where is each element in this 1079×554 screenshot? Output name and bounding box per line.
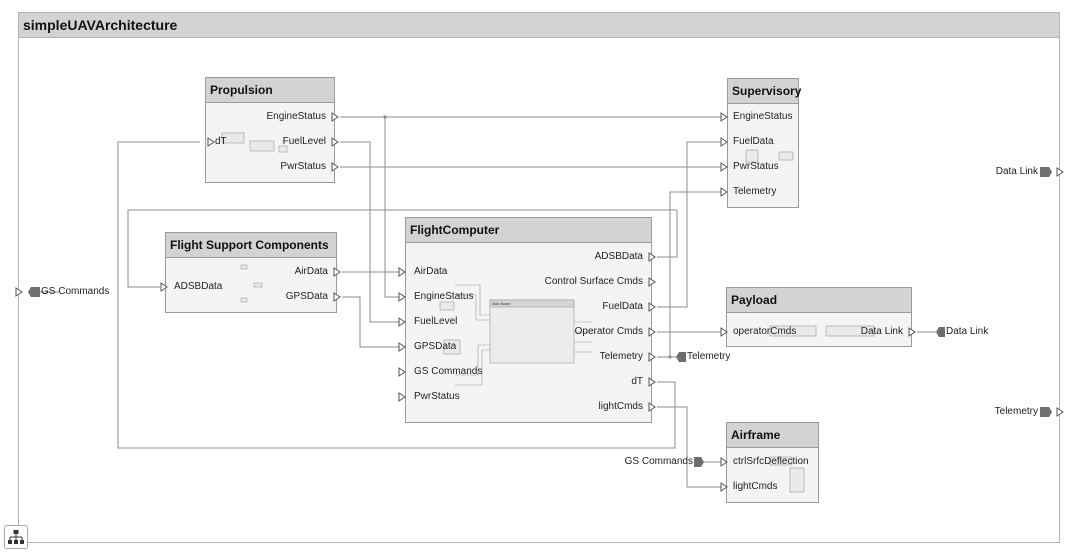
component-header: Payload	[727, 288, 911, 313]
fc-port-telemetry: Telemetry	[599, 351, 643, 362]
junction-dot	[668, 355, 672, 359]
propulsion-port-fuel-level: FuelLevel	[282, 136, 326, 147]
flight-support-port-air-data: AirData	[294, 266, 328, 277]
component-header: Airframe	[727, 423, 818, 448]
payload-data-link-label: Data Link	[946, 326, 989, 337]
component-title: Supervisory	[732, 84, 802, 98]
supervisory-port-engine-status: EngineStatus	[733, 111, 793, 122]
component-payload[interactable]: Payload	[726, 287, 912, 347]
wire-telemetry-branch	[669, 191, 722, 357]
component-supervisory[interactable]: Supervisory	[727, 78, 802, 208]
hierarchy-view-button[interactable]	[4, 525, 28, 549]
wire-fuel-data	[657, 141, 722, 308]
root-port-gs-commands	[15, 287, 40, 297]
supervisory-port-pwr-status: PwrStatus	[733, 161, 779, 172]
propulsion-port-pwr-status: PwrStatus	[280, 161, 326, 172]
flight-support-port-adsb-data: ADSBData	[174, 281, 223, 292]
fc-port-operator-cmds: Operator Cmds	[574, 326, 643, 337]
component-title: Propulsion	[210, 83, 273, 97]
root-header: simpleUAVArchitecture	[19, 13, 1059, 38]
flight-computer-main-board	[489, 299, 575, 364]
fc-port-air-data: AirData	[414, 266, 448, 277]
supervisory-port-telemetry: Telemetry	[733, 186, 777, 197]
fc-port-dt: dT	[631, 376, 643, 387]
fc-port-engine-status: EngineStatus	[414, 291, 474, 302]
component-title: Airframe	[731, 428, 781, 442]
main-board-label: Main Board	[492, 302, 510, 306]
airframe-port-ctrl-srfc-deflection: ctrlSrfcDeflection	[733, 456, 809, 467]
fc-port-control-surface-cmds: Control Surface Cmds	[544, 276, 643, 287]
fc-telemetry-port	[676, 352, 686, 362]
root-port-gs-commands-label: GS Commands	[41, 286, 110, 297]
junction-dot	[383, 115, 387, 119]
root-port-telemetry-label: Telemetry	[994, 406, 1038, 417]
root-port-data-link	[1040, 167, 1064, 177]
fc-port-fuel-data: FuelData	[602, 301, 643, 312]
component-title: FlightComputer	[410, 223, 500, 237]
payload-port-operator-cmds: operatorCmds	[733, 326, 797, 337]
component-propulsion[interactable]: Propulsion	[205, 77, 335, 183]
component-header: FlightComputer	[406, 218, 651, 243]
component-title: Flight Support Components	[170, 238, 329, 252]
propulsion-port-engine-status: EngineStatus	[266, 111, 327, 122]
airframe-port-light-cmds: lightCmds	[733, 481, 778, 492]
hierarchy-icon	[8, 530, 24, 544]
wire-fuel-level	[340, 141, 400, 323]
component-title: Payload	[731, 293, 778, 307]
fc-telemetry-label: Telemetry	[687, 351, 731, 362]
root-port-data-link-label: Data Link	[995, 166, 1038, 177]
wire-gps-data	[342, 296, 400, 348]
component-header: Propulsion	[206, 78, 334, 103]
component-header: Supervisory	[728, 79, 802, 104]
supervisory-port-fuel-data: FuelData	[733, 136, 774, 147]
component-header: Flight Support Components	[166, 233, 336, 258]
wire-dt	[117, 141, 676, 449]
component-flight-support[interactable]: Flight Support Components	[165, 232, 337, 313]
fc-port-pwr-status: PwrStatus	[414, 391, 460, 402]
payload-data-link-port	[936, 327, 945, 337]
fc-port-fuel-level: FuelLevel	[414, 316, 458, 327]
fc-port-light-cmds: lightCmds	[598, 401, 643, 412]
wire-adsb	[127, 209, 678, 288]
propulsion-port-dt: dT	[215, 136, 227, 147]
fc-port-gs-commands: GS Commands	[414, 366, 483, 377]
airframe-gs-port	[694, 457, 704, 467]
model-title: simpleUAVArchitecture	[23, 17, 178, 33]
fc-port-gps-data: GPSData	[414, 341, 457, 352]
fc-port-adsb-data: ADSBData	[594, 251, 643, 262]
payload-port-data-link: Data Link	[860, 326, 903, 337]
wire-engine-status-branch	[384, 117, 400, 298]
flight-support-port-gps-data: GPSData	[285, 291, 328, 302]
block-thumbnails	[221, 132, 875, 493]
root-port-telemetry	[1040, 407, 1064, 417]
airframe-gs-commands-label: GS Commands	[624, 456, 693, 467]
wire-light-cmds	[657, 406, 722, 488]
